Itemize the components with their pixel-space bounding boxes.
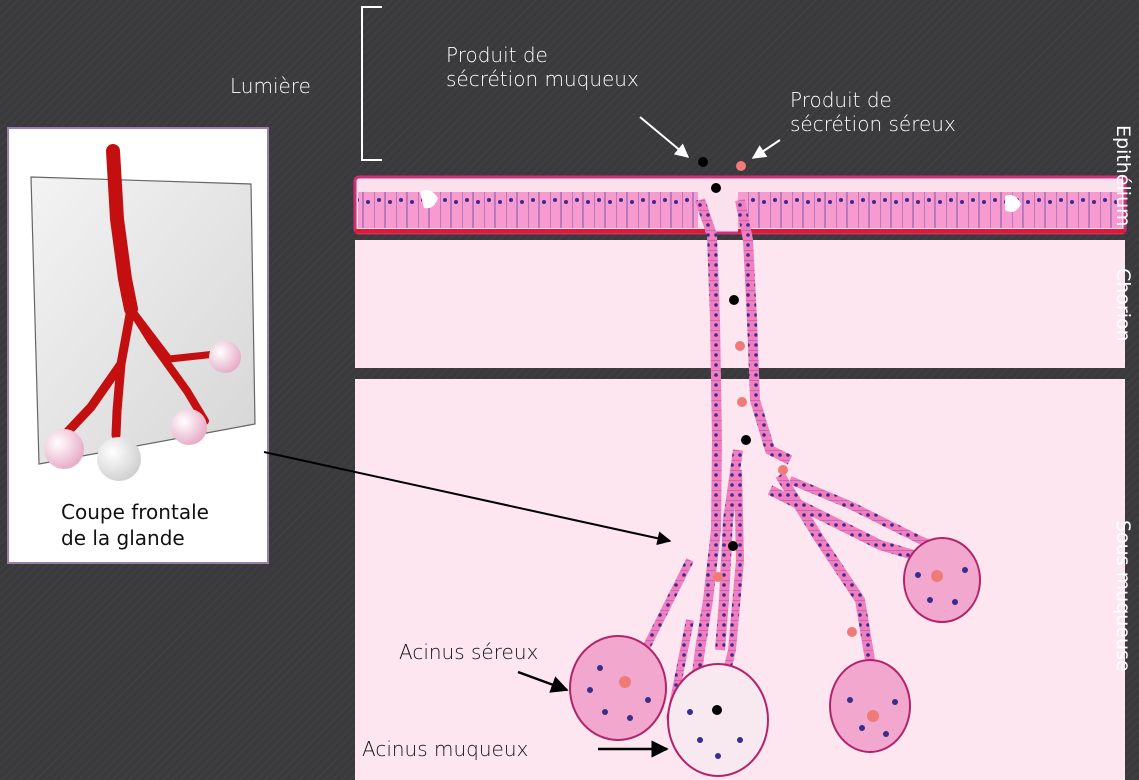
acinus-sereux-left (570, 636, 666, 740)
acinus-right-lower (830, 660, 910, 752)
label-chorion: Chorion (1112, 268, 1134, 342)
label-acinus-sereux: Acinus séreux (399, 640, 538, 664)
label-sous-muqueuse: Sous muqueuse (1112, 520, 1134, 672)
label-acinus-muqueux: Acinus muqueux (362, 737, 528, 761)
acinus-muqueux (668, 664, 768, 776)
label-produit-sereux-line2: sécrétion séreux (790, 112, 956, 136)
label-epithelium: Epithélium (1112, 125, 1134, 227)
label-produit-muqueux: Produit de sécrétion muqueux (446, 43, 639, 91)
acinus-right-upper (904, 538, 980, 622)
arrow-serous (753, 140, 780, 158)
label-produit-muqueux-line1: Produit de (446, 43, 639, 67)
label-lumiere: Lumière (230, 74, 311, 98)
label-produit-muqueux-line2: sécrétion muqueux (446, 67, 639, 91)
lumiere-bracket (362, 7, 382, 160)
label-produit-sereux-line1: Produit de (790, 88, 956, 112)
label-produit-sereux: Produit de sécrétion séreux (790, 88, 956, 136)
arrow-mucous (640, 117, 688, 157)
